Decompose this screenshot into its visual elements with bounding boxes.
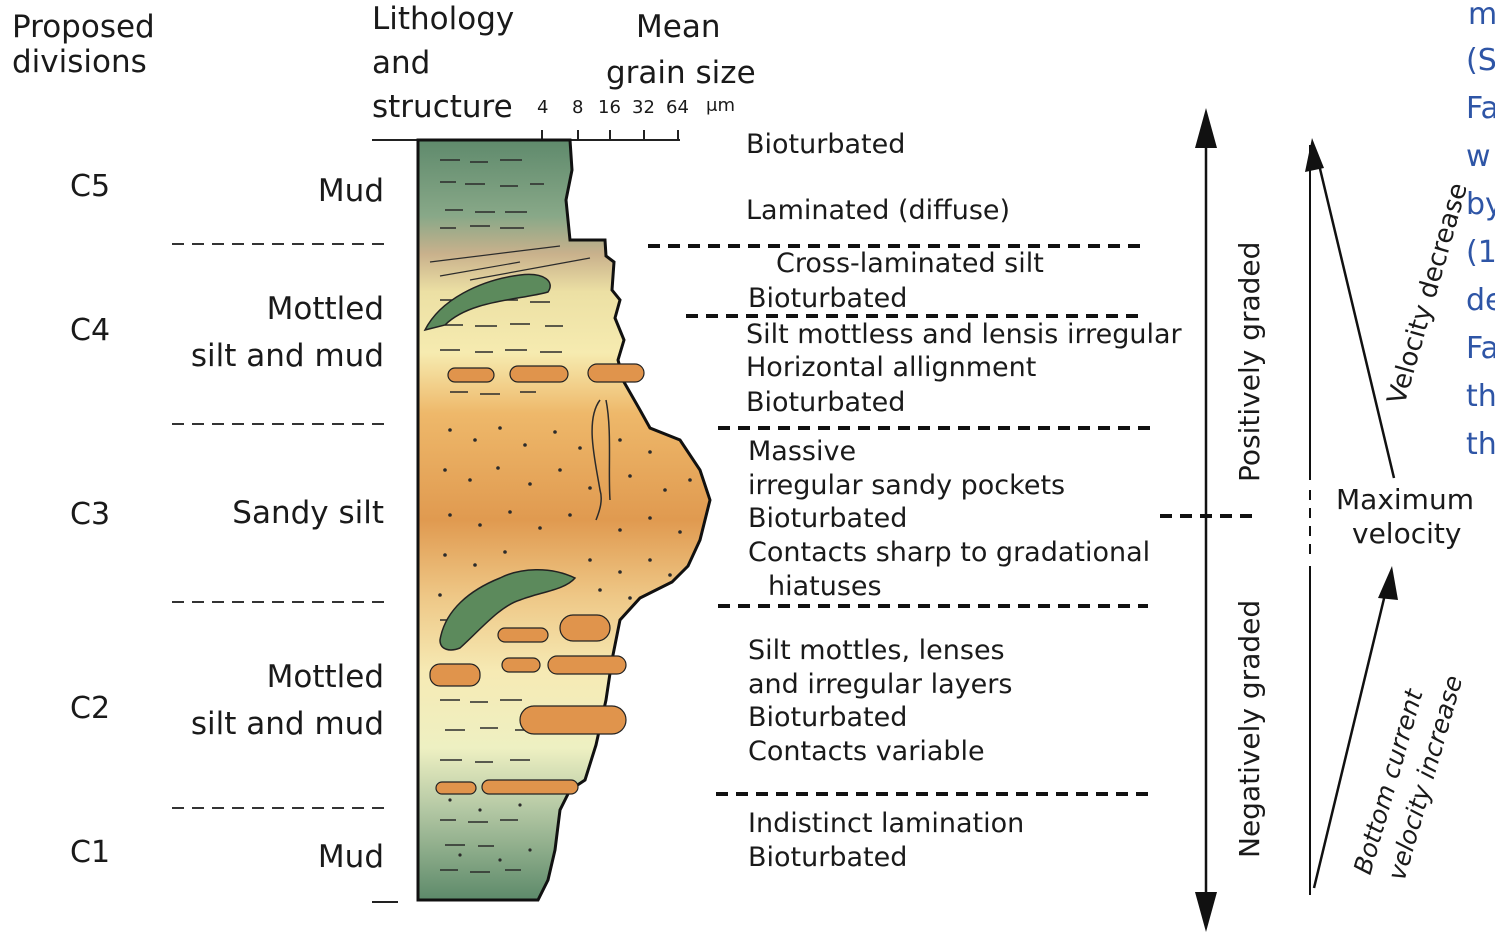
desc-c2-2: and irregular layers [748, 671, 1012, 698]
desc-c4-5: Bioturbated [746, 389, 905, 416]
desc-c5-1: Bioturbated [746, 131, 905, 158]
desc-c2-1: Silt mottles, lenses [748, 637, 1005, 664]
desc-c1-1: Indistinct lamination [748, 810, 1024, 837]
grain-tick-64: 64 [666, 99, 689, 117]
division-separators [172, 244, 392, 808]
desc-c2-3: Bioturbated [748, 704, 907, 731]
grain-tick-32: 32 [632, 99, 655, 117]
desc-c3-5: hiatuses [768, 573, 882, 600]
label-velocity: velocity [1352, 520, 1461, 548]
grading-double-arrow [1195, 108, 1217, 932]
desc-c3-4: Contacts sharp to gradational [748, 539, 1150, 566]
desc-c3-1: Massive [748, 438, 856, 465]
grain-tick-16: 16 [598, 99, 621, 117]
desc-c4-1: Cross-laminated silt [776, 250, 1044, 277]
grain-unit: μm [706, 97, 735, 115]
desc-c4-3: Silt mottless and lensis irregular [746, 321, 1182, 348]
grain-tick-8: 8 [572, 99, 583, 117]
grain-tick-4: 4 [537, 99, 548, 117]
desc-c2-4: Contacts variable [748, 738, 985, 765]
desc-c3-3: Bioturbated [748, 505, 907, 532]
label-positively-graded: Positively graded [1236, 242, 1264, 482]
desc-c1-2: Bioturbated [748, 844, 907, 871]
desc-c4-2: Bioturbated [748, 285, 907, 312]
desc-c3-2: irregular sandy pockets [748, 472, 1065, 499]
desc-c5-2: Laminated (diffuse) [746, 197, 1010, 224]
desc-c4-4: Horizontal allignment [746, 354, 1036, 381]
label-negatively-graded: Negatively graded [1236, 600, 1264, 858]
label-maximum: Maximum [1336, 486, 1474, 514]
